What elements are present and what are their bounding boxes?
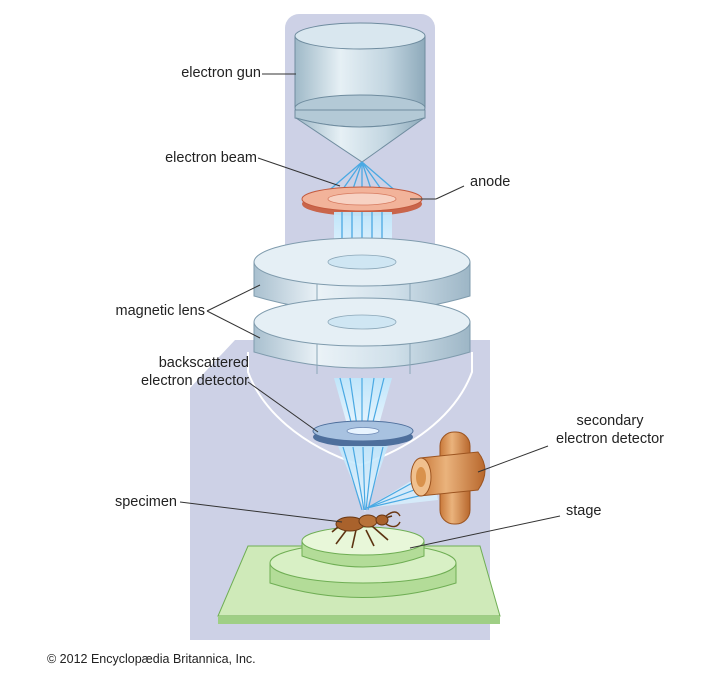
label-stage: stage [566,502,601,520]
copyright-notice: © 2012 Encyclopædia Britannica, Inc. [47,652,256,666]
label-anode: anode [470,173,510,191]
label-specimen: specimen [115,493,177,511]
label-magnetic-lens: magnetic lens [116,302,205,320]
label-secondary-detector: secondary electron detector [556,412,664,448]
anode [302,187,422,216]
label-backscattered-line1: backscattered [141,354,249,372]
label-electron-beam: electron beam [165,149,257,167]
backscattered-electron-detector [313,421,413,447]
label-secondary-line1: secondary [556,412,664,430]
label-secondary-line2: electron detector [556,430,664,448]
label-electron-gun: electron gun [181,64,261,82]
label-backscattered-line2: electron detector [141,372,249,390]
label-backscattered-detector: backscattered electron detector [141,354,249,390]
